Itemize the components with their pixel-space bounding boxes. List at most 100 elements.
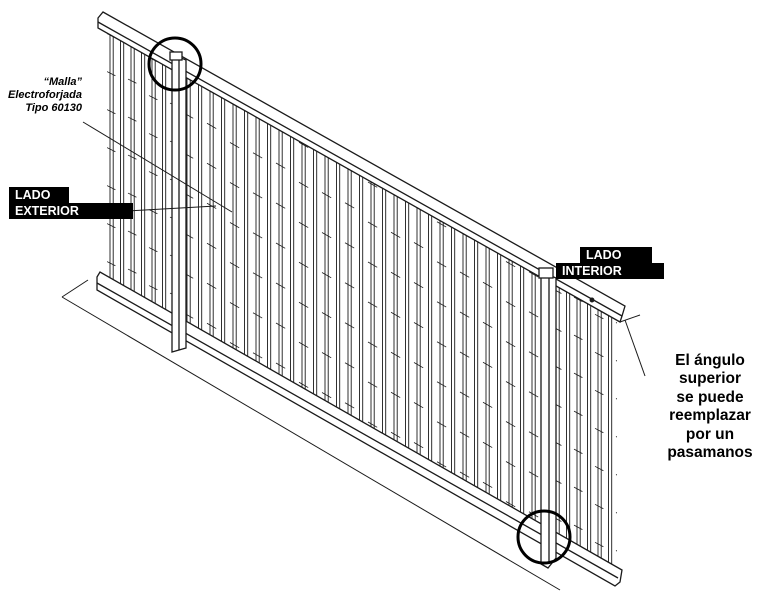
mesh-cross-wire	[529, 552, 538, 557]
mesh-panel-main	[184, 70, 544, 557]
mesh-cross-wire	[482, 401, 493, 408]
mesh-cross-wire	[298, 421, 309, 428]
mesh-cross-wire	[528, 351, 539, 358]
mesh-cross-wire	[505, 261, 516, 268]
mesh-cross-wire	[482, 481, 493, 488]
mesh-cross-wire	[107, 223, 116, 229]
mesh-cross-wire	[367, 221, 378, 228]
post-right	[538, 267, 557, 569]
mesh-cross-wire	[390, 271, 401, 278]
mesh-cross-wire	[594, 351, 604, 358]
mesh-cross-wire	[367, 341, 378, 348]
mesh-cross-wire	[127, 230, 137, 236]
mesh-cross-wire	[275, 362, 286, 369]
mesh-cross-wire	[573, 372, 583, 378]
mesh-cross-wire	[206, 282, 217, 289]
mesh-cross-wire	[528, 311, 539, 318]
mesh-cross-wire	[482, 521, 493, 528]
angle-note-line-1: El ángulo	[675, 352, 745, 369]
mesh-cross-wire	[615, 360, 617, 366]
mesh-cross-wire	[321, 432, 332, 439]
mesh-cross-wire	[505, 301, 516, 308]
mesh-cross-wire	[252, 312, 263, 319]
mesh-cross-wire	[436, 221, 447, 228]
mesh-cross-wire	[616, 588, 624, 592]
mesh-cross-wire	[148, 285, 158, 291]
mesh-cross-wire	[573, 524, 583, 530]
mesh-cross-wire	[127, 154, 137, 160]
mesh-cross-wire	[459, 351, 470, 358]
mesh-cross-wire	[298, 181, 309, 188]
mesh-cross-wire	[275, 402, 286, 409]
mesh-cross-wire	[229, 262, 240, 269]
mesh-cross-wire	[148, 133, 158, 139]
highlight-circle-top	[147, 36, 203, 92]
mesh-cross-wire	[573, 334, 583, 340]
mesh-cross-wire	[505, 501, 516, 508]
mesh-cross-wire	[229, 142, 240, 149]
mesh-cross-wire	[344, 202, 355, 209]
mesh-cross-wire	[413, 322, 424, 329]
mesh-note-line-2: Electroforjada	[8, 89, 82, 101]
mesh-cross-wire	[298, 341, 309, 348]
mesh-cross-wire	[615, 474, 617, 480]
angle-note-line-2: superior	[678, 370, 741, 388]
mesh-cross-wire	[107, 261, 116, 267]
floor-outline	[61, 279, 641, 591]
mesh-cross-wire	[436, 261, 447, 268]
mesh-cross-wire	[321, 232, 332, 239]
mesh-cross-wire	[594, 503, 604, 510]
mesh-cross-wire	[573, 410, 583, 416]
mesh-cross-wire	[505, 541, 516, 545]
mesh-cross-wire	[436, 421, 447, 428]
mesh-cross-wire	[615, 322, 617, 328]
mesh-type-note: “Malla” Electroforjada Tipo 60130	[0, 76, 82, 115]
mesh-cross-wire	[321, 192, 332, 199]
mesh-cross-wire	[275, 162, 286, 169]
mesh-cross-wire	[367, 301, 378, 308]
mesh-cross-wire	[413, 482, 424, 489]
mesh-cross-wire	[390, 471, 401, 478]
mesh-cross-wire	[436, 301, 447, 308]
mesh-cross-wire	[413, 282, 424, 289]
mesh-cross-wire	[344, 402, 355, 409]
mesh-cross-wire	[127, 268, 137, 274]
mesh-cross-wire	[229, 182, 240, 189]
mesh-cross-wire	[107, 185, 116, 191]
mesh-cross-wire	[107, 109, 116, 115]
mesh-cross-wire	[594, 465, 604, 472]
mesh-cross-wire	[390, 431, 401, 438]
angle-note-line-5: por un	[685, 425, 735, 443]
mesh-cross-wire	[615, 512, 617, 518]
mesh-cross-wire	[367, 381, 378, 388]
mesh-cross-wire	[206, 322, 217, 329]
mesh-cross-wire	[615, 436, 617, 442]
mesh-cross-wire	[573, 296, 583, 302]
mesh-cross-wire	[206, 362, 217, 369]
mesh-cross-wire	[206, 122, 217, 129]
mesh-cross-wire	[344, 242, 355, 249]
mesh-cross-wire	[367, 261, 378, 268]
mesh-cross-wire	[252, 272, 263, 279]
highlight-circle-bottom	[516, 509, 572, 565]
mesh-cross-wire	[573, 486, 583, 492]
mesh-cross-wire	[367, 421, 378, 428]
post-left	[169, 51, 187, 353]
mesh-cross-wire	[595, 580, 603, 584]
mesh-cross-wire	[482, 441, 493, 448]
mesh-cross-wire	[206, 162, 217, 169]
mesh-cross-wire	[107, 71, 116, 77]
mesh-cross-wire	[127, 116, 137, 122]
mesh-cross-wire	[528, 431, 539, 438]
mesh-cross-wire	[107, 147, 116, 153]
mesh-cross-wire	[505, 341, 516, 348]
mesh-cross-wire	[127, 78, 137, 84]
mesh-cross-wire	[505, 421, 516, 428]
angle-note-line-6: pasamanos	[667, 444, 753, 462]
mesh-cross-wire	[459, 271, 470, 278]
mesh-cross-wire	[459, 511, 470, 518]
mesh-cross-wire	[436, 461, 447, 468]
mesh-cross-wire	[229, 222, 240, 229]
mesh-cross-wire	[321, 272, 332, 279]
